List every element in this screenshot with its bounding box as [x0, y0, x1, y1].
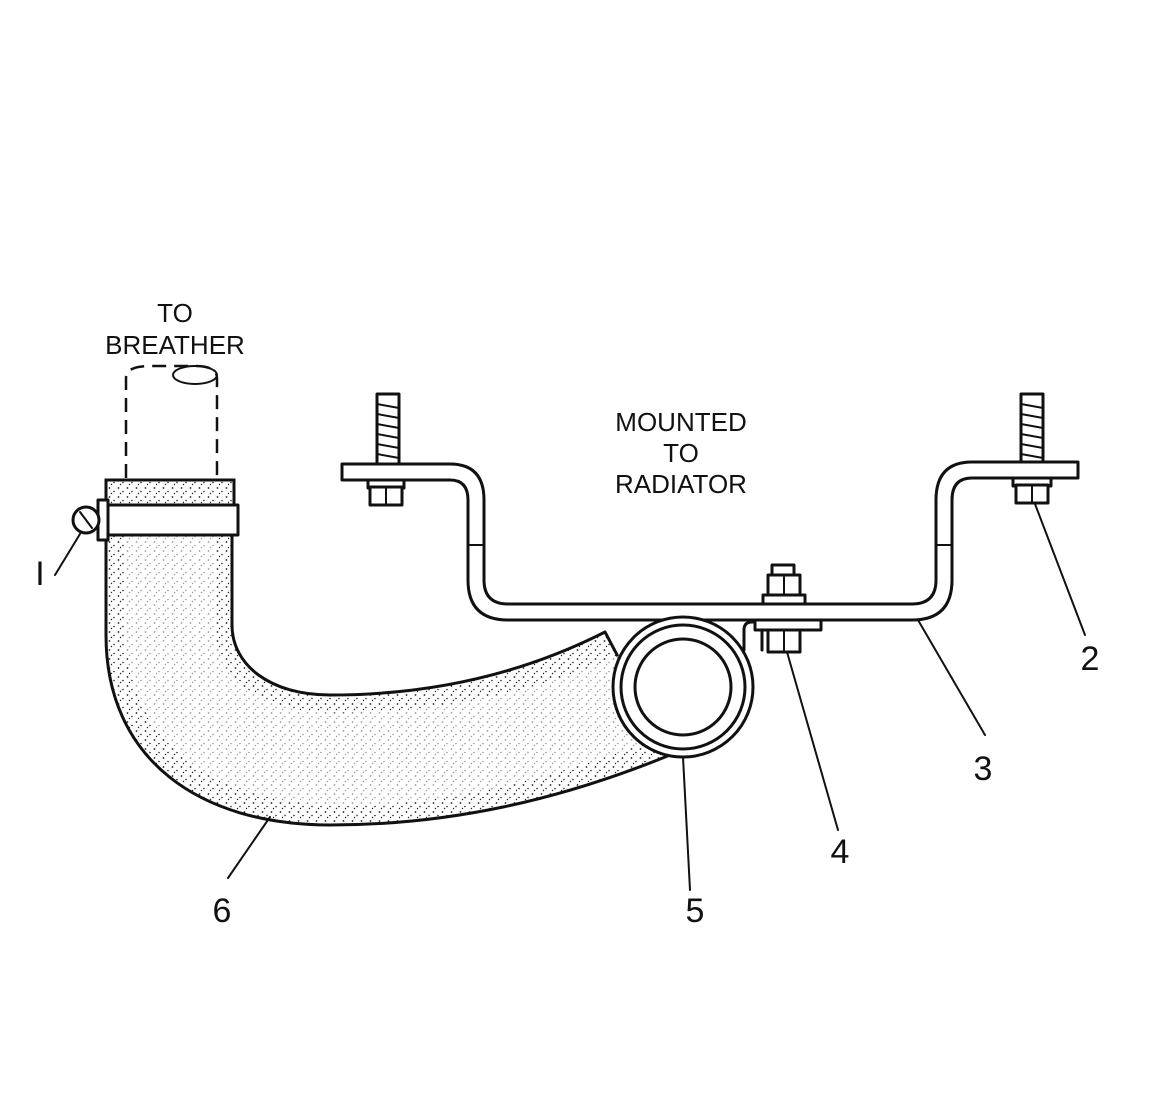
hose-clamp: [611, 615, 764, 759]
callout-3: 3: [974, 750, 993, 788]
center-bolt-nut: [753, 563, 823, 654]
callout-6: 6: [213, 892, 232, 930]
right-stud-nut: [1011, 392, 1053, 505]
left-stud: [366, 392, 406, 507]
breather-hose: [104, 518, 672, 827]
leader-lines: [54, 503, 1086, 891]
to-breather-label-line2: BREATHER: [105, 330, 245, 360]
to-breather-label-line1: TO: [157, 298, 193, 328]
callout-2: 2: [1081, 640, 1100, 678]
mounted-label-line2: TO: [663, 438, 699, 468]
top-collar: [71, 478, 240, 542]
callout-1: I: [35, 555, 44, 593]
mounted-label-line1: MOUNTED: [615, 407, 746, 437]
callout-4: 4: [831, 833, 850, 871]
callout-5: 5: [686, 892, 705, 930]
mounted-label-line3: RADIATOR: [615, 469, 747, 499]
breather-tube-phantom: [124, 364, 219, 478]
